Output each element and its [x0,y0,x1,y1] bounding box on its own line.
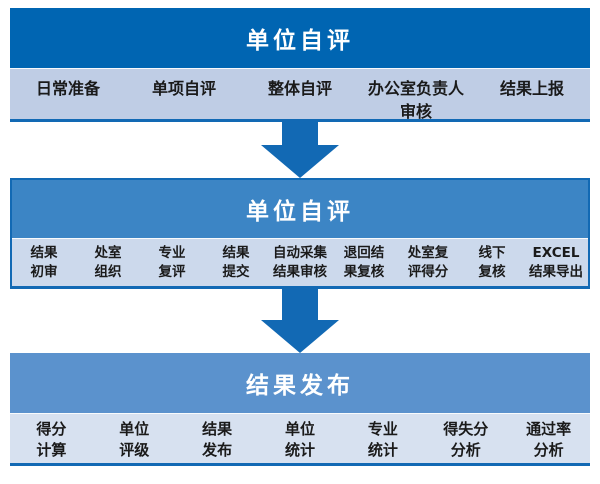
arrow-head [261,145,339,178]
section-title: 单位自评 [12,180,588,238]
step-label: 果复核 [343,264,385,281]
step-label: 提交 [222,264,250,281]
step-item: 日常准备 [10,78,126,101]
step-label: 组织 [94,264,122,281]
step-item: 单项自评 [126,78,242,101]
step-label: 分析 [450,441,481,460]
section-title: 结果发布 [10,353,590,413]
step-label: 日常准备 [35,79,100,98]
step-item: 结果发布 [176,419,259,462]
section-result-publish: 结果发布 得分计算单位评级结果发布单位统计专业统计得失分分析通过率分析 [10,353,590,466]
step-label: 结果 [222,245,250,261]
step-item: 专业统计 [341,419,424,462]
step-item: 结果提交 [204,244,268,282]
step-item: 整体自评 [242,78,358,101]
down-arrow-icon [0,289,600,353]
step-item: 单位评级 [93,419,176,462]
section-steps-row: 结果初审处室组织专业复评结果提交自动采集结果审核退回结果复核处室复评得分线下复核… [12,238,588,289]
step-item: 得分计算 [10,419,93,462]
step-label: 得失分 [443,420,489,438]
section-steps-row: 日常准备 单项自评 整体自评 办公室负责人审核 结果上报 [10,68,590,122]
step-item: 结果初审 [12,244,76,282]
step-label: 评得分 [407,264,449,281]
step-label: 评级 [119,441,150,460]
step-label: 结果 [202,420,233,438]
step-label: 结果导出 [529,264,583,281]
step-label: 单项自评 [151,79,216,98]
section-steps-row: 得分计算单位评级结果发布单位统计专业统计得失分分析通过率分析 [10,413,590,466]
step-item: 处室组织 [76,244,140,282]
step-label: 结果审核 [273,264,327,281]
step-label: 发布 [202,441,233,460]
step-label: 专业 [158,245,186,261]
section-title: 单位自评 [10,8,590,68]
arrow-shaft [282,122,318,145]
step-label: 办公室负责人 [367,79,464,98]
step-label: 统计 [285,441,316,460]
step-item: 退回结果复核 [332,244,396,282]
section-unit-self-eval: 单位自评 日常准备 单项自评 整体自评 办公室负责人审核 结果上报 [10,8,590,122]
step-label: 统计 [367,441,398,460]
step-label: 通过率 [526,420,572,438]
step-item: EXCEL 结果导出 [524,244,588,282]
step-label: 计算 [36,441,67,460]
step-label: 自动采集 [273,245,327,261]
step-label: 退回结 [343,245,385,261]
step-label: 处室 [94,245,122,261]
down-arrow-icon [0,122,600,178]
step-label: 整体自评 [267,79,332,98]
step-label: 复评 [158,264,186,281]
arrow-shaft [282,289,318,320]
step-label: 初审 [30,264,58,281]
step-item: 专业复评 [140,244,204,282]
step-label: 单位 [119,420,150,438]
step-item: 单位统计 [259,419,342,462]
step-label: 结果上报 [499,79,564,98]
step-label: 线下 [478,245,506,261]
step-label: 单位 [285,420,316,438]
step-label: 复核 [478,264,506,281]
step-label: 得分 [36,420,67,438]
step-label: 处室复 [407,245,449,261]
step-item: 得失分分析 [424,419,507,462]
step-label: 专业 [367,420,398,438]
step-label: 结果 [30,245,58,261]
step-label: 分析 [533,441,564,460]
step-item: 线下复核 [460,244,524,282]
step-item: 结果上报 [474,78,590,101]
section-unit-self-eval-detail: 单位自评 结果初审处室组织专业复评结果提交自动采集结果审核退回结果复核处室复评得… [10,178,590,289]
step-label: 审核 [399,101,432,121]
step-item: 办公室负责人审核 [358,78,474,123]
step-item: 自动采集结果审核 [268,244,332,282]
step-label: EXCEL [532,245,580,261]
step-item: 通过率分析 [507,419,590,462]
arrow-head [261,320,339,353]
step-item: 处室复评得分 [396,244,460,282]
